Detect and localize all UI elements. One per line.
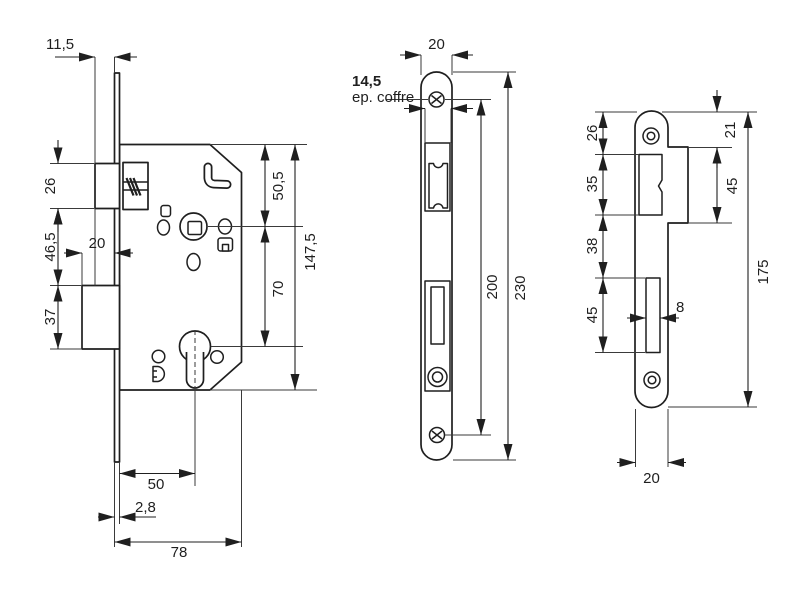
strike-top-screw: [642, 127, 660, 145]
strike-bottom-screw: [643, 371, 661, 389]
dim-latch-to-bolt-label: 46,5: [42, 232, 59, 261]
spindle-square-hole: [187, 220, 203, 236]
dim-slot-width: 8: [627, 299, 684, 323]
dim-faceplate-thickness-label: 2,8: [135, 499, 156, 516]
dim-bolt-throw-label: 20: [89, 235, 106, 252]
deadbolt-face: [430, 286, 445, 345]
dim-bolt-window-height: 45: [584, 278, 608, 353]
dim-fixing-spacing-label: 200: [484, 274, 501, 299]
dim-fixing-spacing: 200: [476, 99, 501, 435]
dim-bolt-height: 37: [42, 285, 63, 349]
dim-faceplate-width: 20: [400, 36, 473, 60]
dim-between-windows: 38: [584, 215, 608, 278]
dim-backset-label: 50: [148, 476, 165, 493]
dim-top-to-latch-window: 26: [584, 112, 608, 155]
faceplate-bottom-screw: [428, 426, 446, 444]
dim-case-thickness: 14,5 ep. coffre: [352, 73, 473, 113]
faceplate-view: [420, 71, 453, 461]
dim-bolt-height-label: 37: [42, 309, 59, 326]
deadbolt-front: [81, 284, 121, 350]
dim-strike-height-label: 175: [755, 259, 772, 284]
strike-plate-view: [634, 110, 689, 409]
dim-faceplate-width-label: 20: [428, 36, 445, 53]
latch-bolt-front: [94, 162, 121, 210]
dim-faceplate-height: 230: [503, 72, 529, 460]
faceplate-outline: [420, 71, 453, 461]
dim-latch-window-height-label: 35: [584, 176, 601, 193]
cylinder-fixing-hole: [427, 366, 448, 388]
latch-bolt-body: [122, 161, 149, 211]
dim-faceplate-thickness: 2,8: [98, 499, 156, 522]
dim-bolt-throw: 20: [64, 235, 133, 258]
strike-bolt-slot: [645, 277, 661, 354]
strike-plate-dimensions: 26 35 38 45 21 45 175 8: [584, 90, 772, 487]
dim-top-to-latch-window-label: 26: [584, 125, 601, 142]
case-thickness-note: ep. coffre: [352, 89, 414, 106]
faceplate-side: [113, 72, 121, 463]
latch-bolt-face: [428, 162, 449, 209]
clip-fixing: [217, 237, 234, 252]
dim-lip-height-label: 45: [724, 178, 741, 195]
oval-hole-lower: [186, 252, 201, 272]
dim-between-windows-label: 38: [584, 238, 601, 255]
dim-case-depth-label: 78: [171, 544, 188, 561]
latch-spring-hatch: [125, 177, 142, 196]
bracket-detail: [152, 365, 166, 383]
dim-top-to-lip-label: 21: [722, 122, 739, 139]
dim-slot-width-label: 8: [676, 299, 684, 316]
cylinder-screw-hole-left: [151, 349, 166, 364]
lock-body-dimensions: 11,5 26 46,5 37 20 50,5 70: [42, 36, 319, 561]
dim-latch-height-label: 26: [42, 178, 59, 195]
dim-latch-projection-label: 11,5: [46, 36, 74, 53]
small-square-hole: [160, 204, 172, 218]
cylinder-screw-hole-right: [209, 349, 225, 365]
dim-latch-height: 26: [42, 140, 63, 232]
dim-top-to-spindle: 50,5: [260, 144, 287, 227]
oval-hole-left: [156, 219, 171, 236]
dim-faceplate-height-label: 230: [512, 275, 529, 300]
lock-body-view: [81, 72, 243, 463]
dim-strike-width: 20: [617, 458, 686, 487]
extension-lines-faceplate: [386, 55, 516, 461]
extension-lines-strike: [595, 111, 757, 467]
dim-strike-width-label: 20: [643, 470, 660, 487]
dim-spindle-to-cylinder: 70: [260, 226, 287, 347]
lever-slot-inner: [205, 164, 230, 188]
dim-case-height-label: 147,5: [302, 233, 319, 271]
dim-top-to-lip: 21: [712, 90, 739, 168]
dim-case-thickness-label: 14,5: [352, 73, 381, 90]
dim-spindle-to-cylinder-label: 70: [270, 281, 287, 298]
dim-lip-height: 45: [712, 147, 741, 223]
dim-latch-projection: 11,5: [46, 36, 137, 62]
dim-bolt-window-height-label: 45: [584, 307, 601, 324]
dim-latch-to-bolt: 46,5: [42, 208, 63, 286]
dim-case-height: 147,5: [290, 144, 319, 390]
faceplate-top-screw: [428, 91, 445, 108]
extension-lines-body: [50, 57, 317, 547]
dim-strike-height: 175: [743, 112, 772, 407]
dim-top-to-spindle-label: 50,5: [270, 171, 287, 200]
strike-latch-window: [638, 153, 663, 216]
dim-case-depth: 78: [114, 537, 242, 561]
dim-latch-window-height: 35: [584, 154, 608, 215]
dim-backset: 50: [119, 469, 195, 493]
faceplate-dimensions: 20 14,5 ep. coffre 200 230: [352, 36, 529, 461]
